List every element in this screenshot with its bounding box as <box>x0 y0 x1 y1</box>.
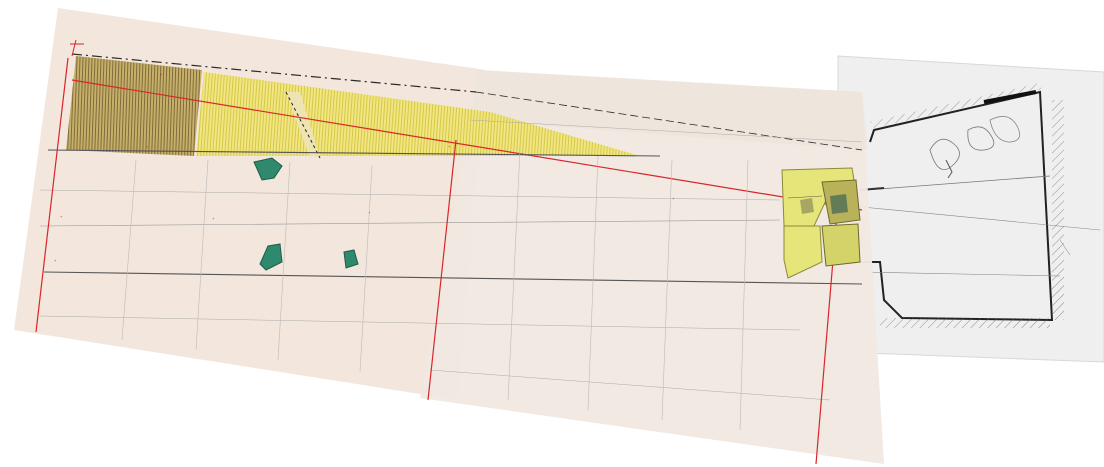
svg-text:+: + <box>448 144 451 149</box>
svg-text:+: + <box>54 258 57 263</box>
cave-outline <box>859 82 1101 328</box>
svg-text:+: + <box>368 210 371 215</box>
svg-text:+: + <box>672 196 675 201</box>
svg-text:+: + <box>160 72 163 77</box>
green-stone-2 <box>259 243 283 271</box>
grid: + + + + + + + + <box>35 53 863 465</box>
green-stone-1 <box>253 157 283 181</box>
sheet-right-pencil <box>837 55 1104 363</box>
svg-text:+: + <box>60 214 63 219</box>
sheet-middle-colored <box>420 70 884 464</box>
green-stone-3 <box>343 249 359 269</box>
brown-hatched-band <box>66 56 202 156</box>
svg-text:+: + <box>146 144 149 149</box>
yellow-block-cluster <box>781 167 861 279</box>
svg-text:+: + <box>212 216 215 221</box>
